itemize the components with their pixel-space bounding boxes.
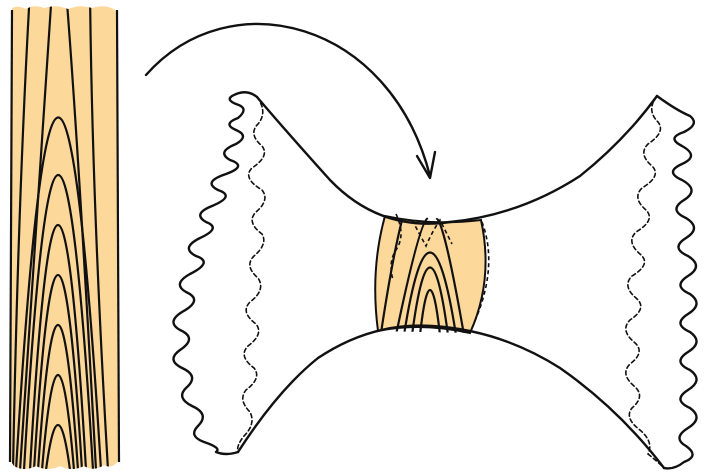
right-dashed-edge: [626, 96, 664, 468]
transfer-arrow: [146, 24, 435, 178]
left-dashed-edge: [238, 97, 265, 452]
wood-strip: [10, 0, 119, 470]
right-wavy-edge: [657, 96, 697, 468]
upper-arc: [257, 96, 657, 224]
transfer-arrow-curve: [146, 24, 430, 176]
left-wavy-edge: [173, 92, 257, 454]
lower-arc: [238, 326, 664, 468]
wood-patch: [375, 214, 489, 335]
